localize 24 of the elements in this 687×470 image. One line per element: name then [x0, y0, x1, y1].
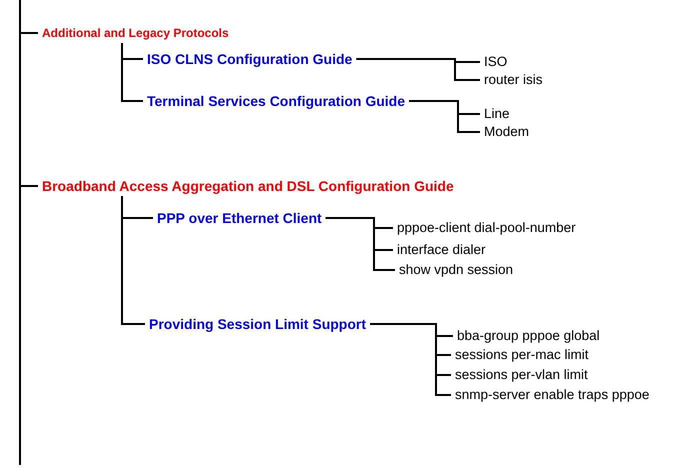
- tree-connector: [326, 217, 395, 271]
- command-text: bba-group pppoe global: [457, 328, 600, 344]
- command-text: sessions per-vlan limit: [455, 367, 588, 383]
- tree-connector: [20, 185, 38, 187]
- tree-connector: [121, 43, 143, 102]
- tree-connector: [409, 100, 480, 133]
- guide-title: ISO CLNS Configuration Guide: [147, 51, 352, 67]
- guide-title: Terminal Services Configuration Guide: [147, 93, 406, 109]
- command-text: interface dialer: [397, 242, 486, 258]
- command-text: Line: [484, 106, 510, 122]
- command-text: snmp-server enable traps pppoe: [455, 387, 650, 403]
- command-text: Modem: [484, 124, 530, 140]
- guide-title: PPP over Ethernet Client: [157, 210, 322, 226]
- section-heading: Broadband Access Aggregation and DSL Configuration Guide: [42, 178, 454, 194]
- tree-connector: [356, 58, 480, 81]
- command-text: ISO: [484, 54, 508, 70]
- section-heading: Additional and Legacy Protocols: [42, 25, 229, 41]
- guide-title: Providing Session Limit Support: [149, 316, 366, 332]
- command-text: sessions per-mac limit: [455, 347, 589, 363]
- command-text: show vpdn session: [399, 262, 514, 278]
- tree-connector: [20, 32, 38, 34]
- tree-connector: [121, 196, 145, 325]
- command-text: router isis: [484, 72, 543, 88]
- command-text: pppoe-client dial-pool-number: [397, 220, 576, 236]
